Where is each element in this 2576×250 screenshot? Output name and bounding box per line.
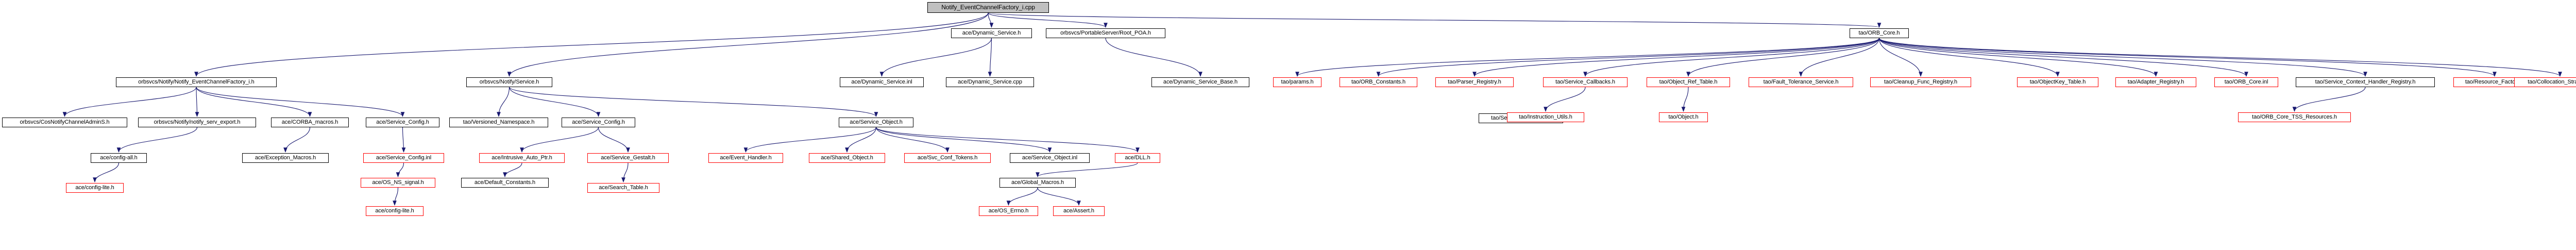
graph-edge [196, 87, 405, 118]
graph-node[interactable]: orbsvcs/CosNotifyChannelAdminS.h [2, 118, 127, 127]
graph-edge [1544, 87, 1586, 112]
graph-node[interactable]: ace/Dynamic_Service_Base.h [1151, 77, 1249, 87]
graph-edge [875, 127, 1140, 153]
graph-edge [988, 12, 994, 28]
graph-edge [509, 87, 601, 118]
graph-node[interactable]: ace/OS_NS_signal.h [361, 178, 435, 188]
graph-node[interactable]: ace/Default_Constants.h [461, 178, 549, 188]
graph-edge [396, 162, 404, 178]
graph-edge [195, 87, 199, 118]
graph-edge [507, 12, 989, 77]
graph-node[interactable]: ace/CORBA_macros.h [271, 118, 349, 127]
graph-edge [845, 127, 877, 153]
graph-edge [1878, 38, 2562, 77]
graph-node[interactable]: ace/Service_Object.inl [1010, 153, 1090, 163]
graph-edge [1878, 38, 1923, 77]
graph-node[interactable]: tao/ORB_Constants.h [1340, 77, 1417, 87]
graph-edge [194, 12, 989, 77]
graph-node[interactable]: ace/config-lite.h [66, 183, 124, 193]
graph-node[interactable]: ace/Shared_Object.h [809, 153, 885, 163]
graph-node[interactable]: ace/Global_Macros.h [999, 178, 1076, 188]
graph-edge [1036, 162, 1138, 178]
graph-node[interactable]: tao/Adapter_Registry.h [2115, 77, 2196, 87]
graph-edge [598, 127, 630, 153]
graph-edge [1686, 38, 1880, 77]
graph-node[interactable]: tao/Object.h [1659, 112, 1708, 122]
graph-edge [1037, 187, 1081, 206]
graph-node[interactable]: ace/config-lite.h [366, 206, 423, 216]
graph-node[interactable]: tao/ORB_Core.h [1850, 28, 1909, 38]
graph-node[interactable]: ace/Service_Config.h [562, 118, 635, 127]
graph-edge [743, 127, 877, 153]
graph-edge [1472, 38, 1880, 77]
graph-node[interactable]: ace/DLL.h [1115, 153, 1160, 163]
graph-edge [401, 127, 406, 153]
graph-node[interactable]: ace/Dynamic_Service.inl [840, 77, 924, 87]
graph-edge [1878, 38, 2497, 77]
graph-edge [875, 127, 950, 153]
graph-node[interactable]: tao/Versioned_Namespace.h [449, 118, 548, 127]
graph-node[interactable]: tao/Instruction_Utils.h [1507, 112, 1584, 122]
graph-node[interactable]: tao/Fault_Tolerance_Service.h [1749, 77, 1853, 87]
graph-edge [393, 187, 399, 206]
graph-edge [1681, 87, 1689, 112]
graph-node[interactable]: tao/params.h [1273, 77, 1321, 87]
graph-node[interactable]: ace/config-all.h [91, 153, 147, 163]
graph-node[interactable]: tao/Object_Ref_Table.h [1647, 77, 1730, 87]
graph-edge [621, 162, 629, 183]
graph-node[interactable]: tao/ObjectKey_Table.h [2017, 77, 2098, 87]
graph-node[interactable]: tao/ORB_Core.inl [2214, 77, 2278, 87]
graph-node[interactable]: orbsvcs/Notify/Service.h [466, 77, 552, 87]
graph-edge [1006, 187, 1038, 206]
graph-node[interactable]: orbsvcs/Notify/notify_serv_export.h [138, 118, 256, 127]
graph-node[interactable]: ace/Service_Object.h [839, 118, 913, 127]
graph-node[interactable]: ace/Svc_Conf_Tokens.h [904, 153, 991, 163]
graph-node[interactable]: ace/Service_Gestalt.h [587, 153, 669, 163]
graph-edge [988, 12, 1108, 28]
graph-edge [520, 127, 599, 153]
graph-edge [1799, 38, 1880, 77]
graph-edge [1583, 38, 1880, 77]
graph-edge [1878, 38, 2158, 77]
graph-node[interactable]: ace/OS_Errno.h [979, 206, 1038, 216]
graph-edge [93, 162, 120, 183]
graph-edge [1878, 38, 2367, 77]
graph-node[interactable]: ace/Assert.h [1053, 206, 1105, 216]
graph-edge [503, 162, 522, 178]
graph-edge [497, 87, 510, 118]
graph-edge [283, 127, 311, 153]
graph-node[interactable]: orbsvcs/Notify/Notify_EventChannelFactor… [116, 77, 277, 87]
graph-node[interactable]: tao/Service_Context_Handler_Registry.h [2296, 77, 2435, 87]
graph-edge [1878, 38, 2060, 77]
graph-edge [1295, 38, 1880, 77]
graph-edge [2292, 87, 2366, 112]
graph-node[interactable]: ace/Exception_Macros.h [242, 153, 329, 163]
graph-node[interactable]: tao/ORB_Core_TSS_Resources.h [2238, 112, 2351, 122]
graph-node[interactable]: tao/Cleanup_Func_Registry.h [1870, 77, 1971, 87]
graph-node[interactable]: ace/Dynamic_Service.cpp [946, 77, 1034, 87]
graph-node[interactable]: ace/Search_Table.h [587, 183, 659, 193]
graph-edge [988, 38, 992, 77]
graph-edge [879, 38, 992, 77]
graph-edge [1105, 38, 1202, 77]
graph-edge [988, 12, 1881, 28]
graph-edge [1376, 38, 1880, 77]
graph-node[interactable]: tao/Parser_Registry.h [1435, 77, 1514, 87]
graph-node[interactable]: orbsvcs/PortableServer/Root_POA.h [1046, 28, 1165, 38]
graph-node[interactable]: ace/Intrusive_Auto_Ptr.h [479, 153, 565, 163]
graph-node[interactable]: tao/Collocation_Strategy.h [2514, 77, 2576, 87]
graph-node[interactable]: Notify_EventChannelFactory_i.cpp [927, 2, 1049, 13]
graph-node[interactable]: ace/Dynamic_Service.h [951, 28, 1032, 38]
graph-edge [875, 127, 1052, 153]
graph-edge [116, 127, 198, 153]
graph-node[interactable]: ace/Service_Config.inl [363, 153, 444, 163]
graph-edge [1878, 38, 2248, 77]
graph-edge [196, 87, 312, 118]
graph-edge [509, 87, 878, 118]
graph-edge [62, 87, 197, 118]
graph-node[interactable]: ace/Service_Config.h [366, 118, 439, 127]
graph-node[interactable]: ace/Event_Handler.h [708, 153, 783, 163]
graph-node[interactable]: tao/Service_Callbacks.h [1543, 77, 1628, 87]
